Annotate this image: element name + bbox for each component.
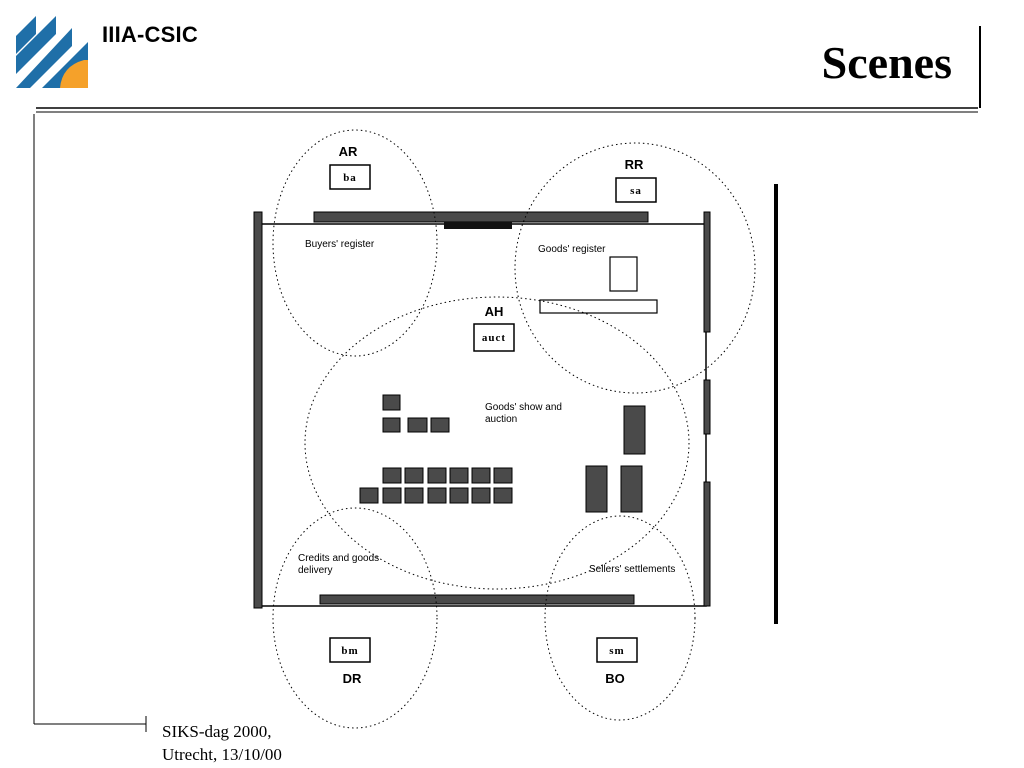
slide-title: Scenes bbox=[821, 37, 952, 88]
iiia-csic-logo bbox=[16, 16, 88, 88]
goods-box bbox=[471, 487, 491, 504]
goods-box bbox=[427, 487, 447, 504]
bo-role-label: BO bbox=[605, 671, 625, 686]
rr-role-label: RR bbox=[625, 157, 644, 172]
goods-tall-box bbox=[620, 465, 643, 513]
goods-box bbox=[407, 417, 428, 433]
goods-register-label: Goods' register bbox=[538, 244, 606, 255]
bottom-counter bbox=[319, 594, 635, 605]
top-counter-gap bbox=[444, 222, 512, 229]
right-wall-segment bbox=[703, 379, 711, 435]
goods-box bbox=[382, 417, 401, 433]
right-wall-segment bbox=[703, 211, 711, 333]
bo-agent-label: sm bbox=[609, 645, 624, 657]
dr-scene-circle bbox=[272, 507, 438, 729]
scene-circles bbox=[272, 129, 756, 729]
footer-event: SIKS-dag 2000, bbox=[162, 722, 272, 741]
org-name: IIIA-CSIC bbox=[102, 22, 198, 47]
dr-agent-label: bm bbox=[341, 645, 358, 657]
goods-show-label-line1: Goods' show and bbox=[485, 402, 562, 413]
rr-agent-box bbox=[615, 177, 657, 203]
logo-stripe bbox=[42, 42, 88, 88]
goods-box bbox=[382, 394, 401, 411]
ar-agent-box bbox=[329, 164, 371, 190]
goods-box bbox=[427, 467, 447, 484]
goods-tall-box bbox=[623, 405, 646, 455]
goods-boxes bbox=[359, 394, 646, 513]
goods-box bbox=[430, 417, 450, 433]
sellers-settlements-label: Sellers' settlements bbox=[589, 564, 675, 575]
goods-box bbox=[449, 487, 469, 504]
dr-role-label: DR bbox=[343, 671, 362, 686]
goods-box bbox=[382, 467, 402, 484]
goods-tall-box bbox=[585, 465, 608, 513]
ar-scene-circle bbox=[272, 129, 438, 357]
bo-agent-box bbox=[596, 637, 638, 663]
goods-box bbox=[359, 487, 379, 504]
left-wall bbox=[253, 211, 263, 609]
credits-label-line2: delivery bbox=[298, 565, 332, 576]
goods-box bbox=[404, 467, 424, 484]
goods-box bbox=[382, 487, 402, 504]
goods-box bbox=[493, 487, 513, 504]
ah-agent-box bbox=[473, 323, 515, 352]
ar-agent-label: ba bbox=[343, 172, 357, 184]
ah-agent-label: auct bbox=[482, 332, 506, 344]
right-wall-segment bbox=[703, 481, 711, 607]
logo-orange-shape bbox=[60, 60, 88, 88]
ah-role-label: AH bbox=[485, 304, 504, 319]
register-counter bbox=[539, 299, 658, 314]
dr-agent-box bbox=[329, 637, 371, 663]
register-desk bbox=[609, 256, 638, 292]
logo-stripe bbox=[16, 16, 36, 54]
goods-box bbox=[449, 467, 469, 484]
goods-box bbox=[493, 467, 513, 484]
logo-stripe bbox=[16, 28, 72, 88]
buyers-register-label: Buyers' register bbox=[305, 239, 375, 250]
footer-place-date: Utrecht, 13/10/00 bbox=[162, 745, 282, 764]
logo-stripe bbox=[16, 16, 56, 74]
ah-scene-circle bbox=[304, 296, 690, 590]
bo-scene-circle bbox=[544, 515, 696, 721]
goods-box bbox=[404, 487, 424, 504]
rr-scene-circle bbox=[514, 142, 756, 394]
top-counter bbox=[313, 211, 649, 223]
goods-show-label-line2: auction bbox=[485, 414, 517, 425]
goods-box bbox=[471, 467, 491, 484]
ar-role-label: AR bbox=[339, 144, 358, 159]
rr-agent-label: sa bbox=[630, 185, 642, 197]
credits-label-line1: Credits and goods bbox=[298, 553, 379, 564]
